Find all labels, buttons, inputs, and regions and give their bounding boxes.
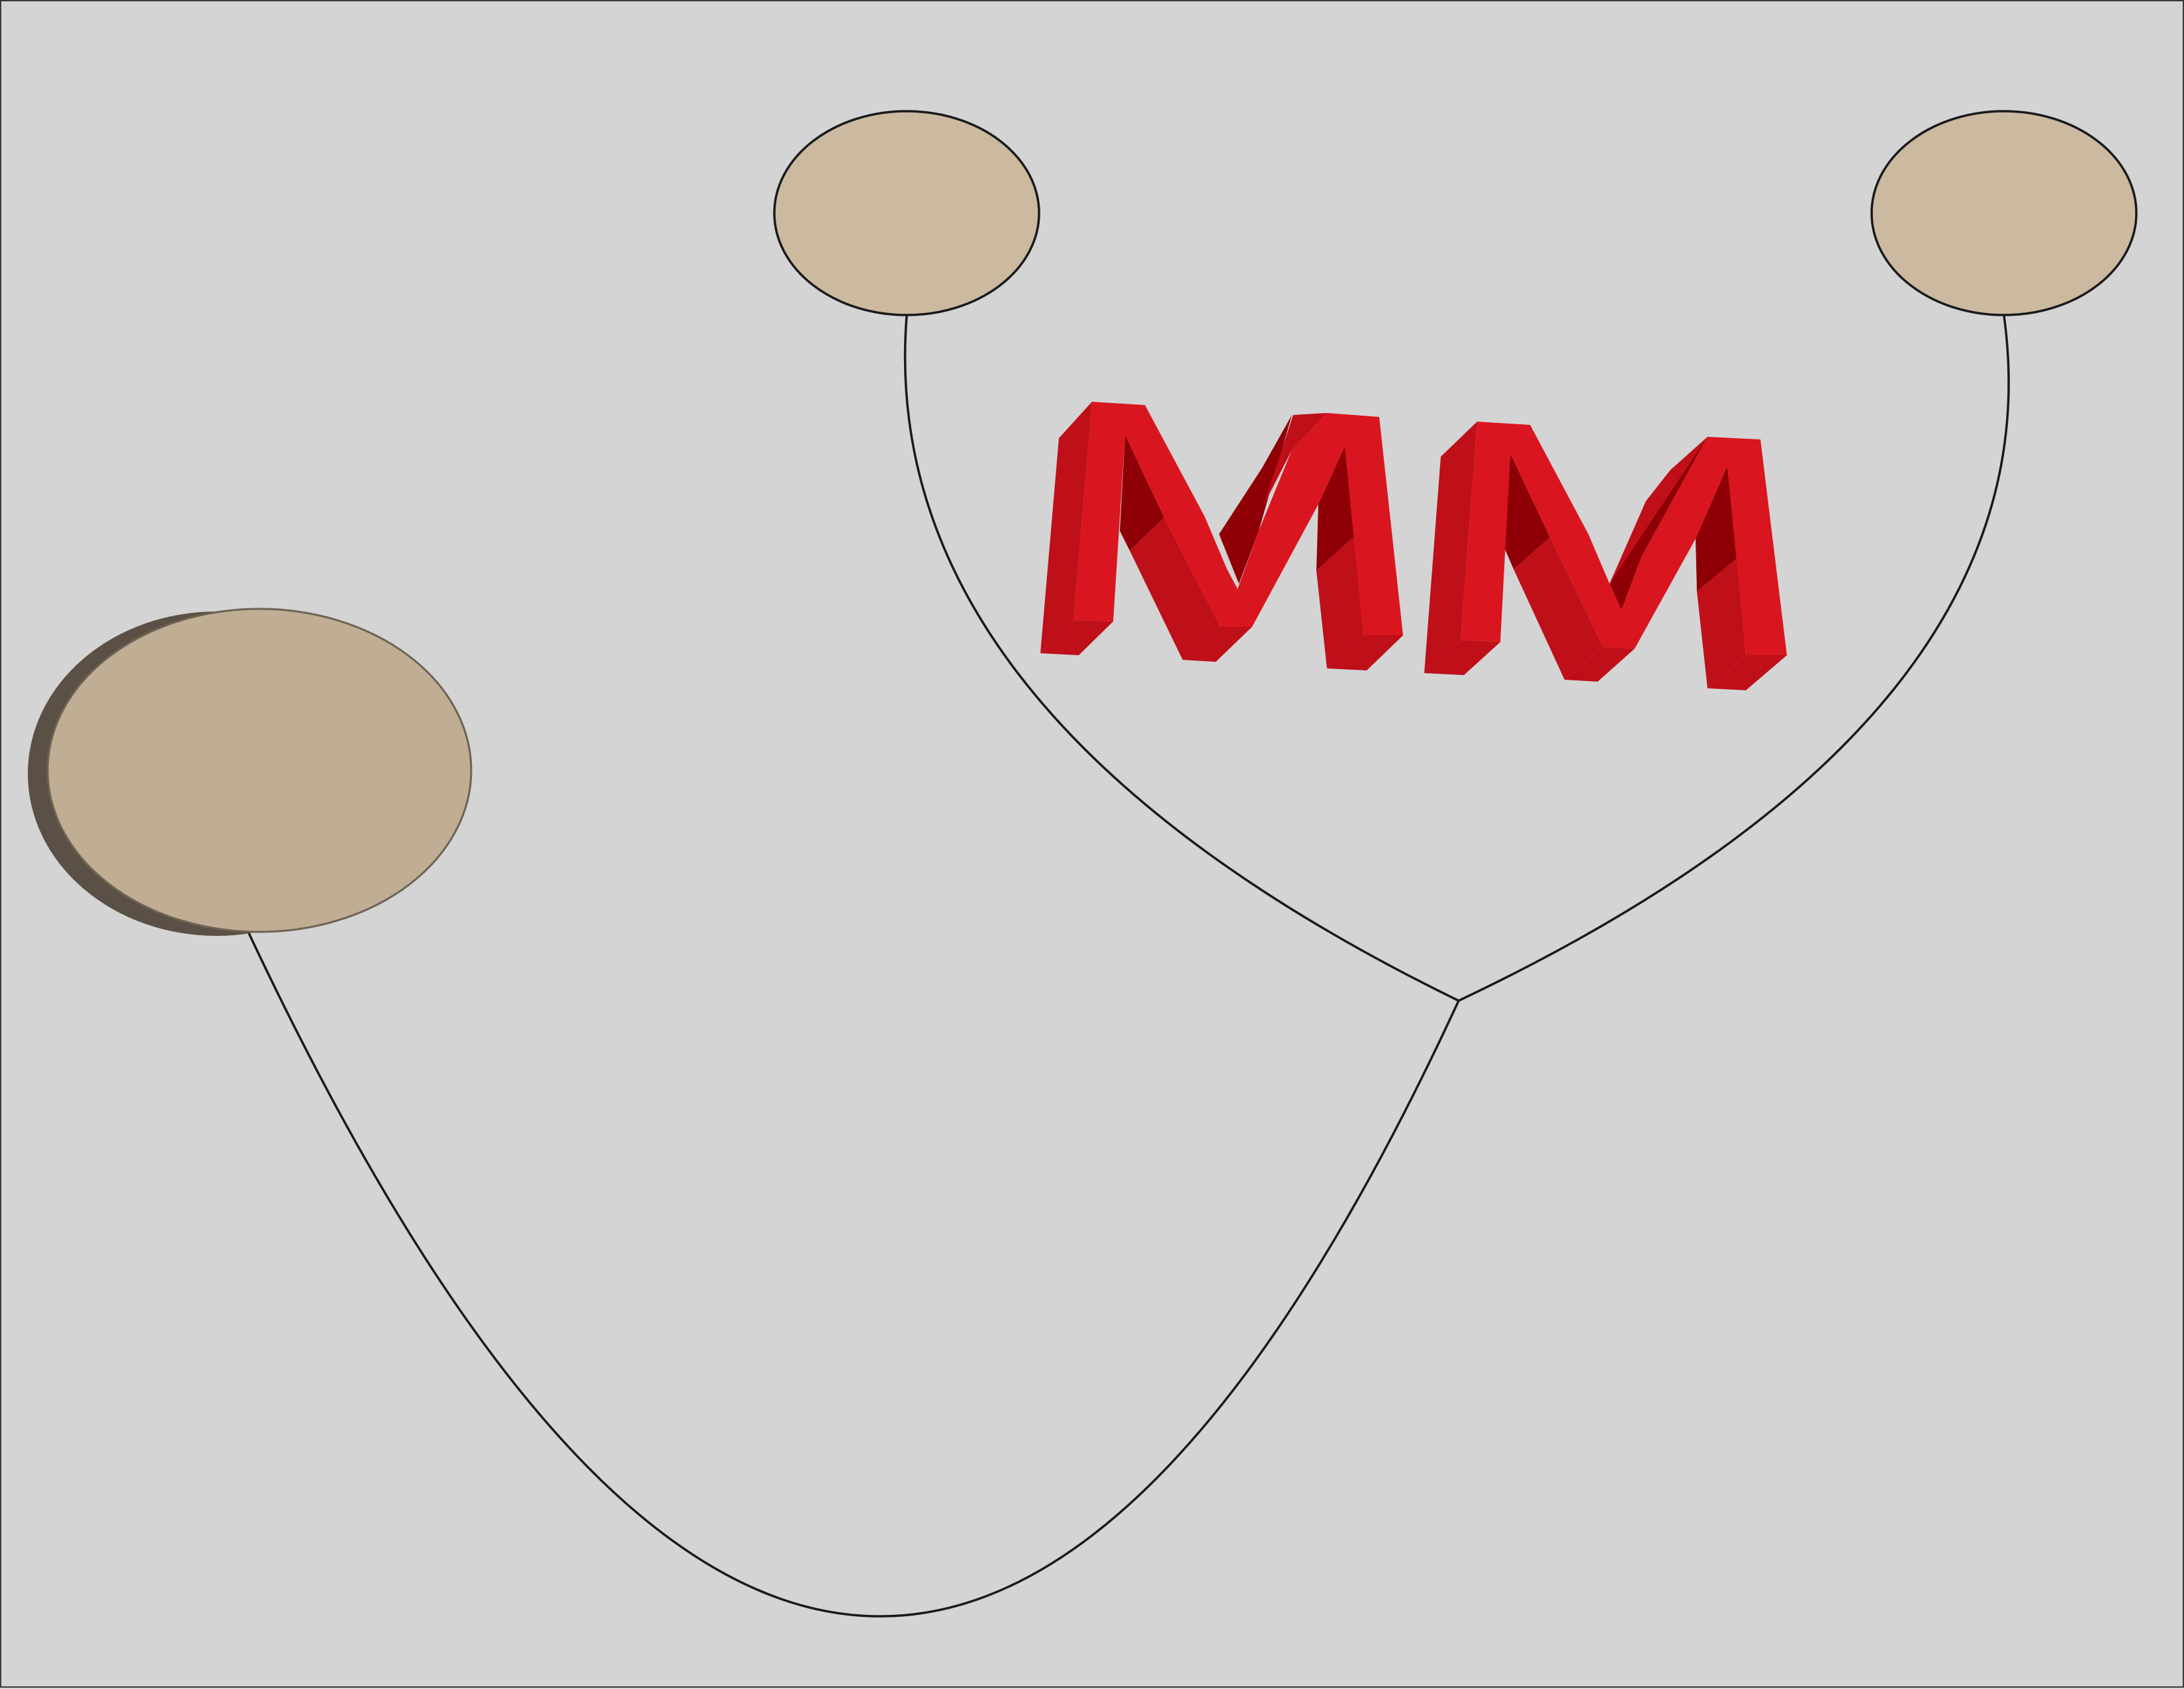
left-node[interactable] (28, 608, 473, 936)
wordart-letter-m-1: MM (1040, 402, 1403, 670)
connector-left-to-junction[interactable] (248, 933, 1460, 1618)
wordart-letter-m-2 (1424, 422, 1787, 690)
connector-top-right-to-junction[interactable] (1458, 315, 2010, 1002)
top-center-node[interactable] (773, 110, 1040, 316)
left-node-face (46, 608, 473, 933)
wordart-mm[interactable]: MM (1040, 402, 1787, 690)
top-right-node[interactable] (1870, 110, 2138, 316)
junction-point (1457, 999, 1460, 1002)
wordart-letter-m-1-text: MM (1232, 616, 1234, 617)
connector-top-center-to-junction[interactable] (903, 315, 1459, 1002)
